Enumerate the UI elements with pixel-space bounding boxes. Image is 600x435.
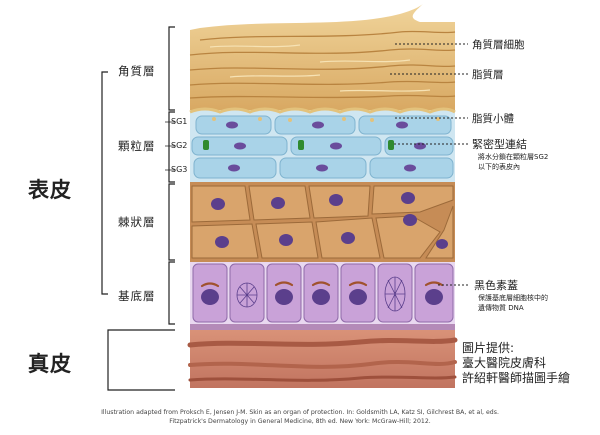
stratum-basale-illustration [190,262,455,326]
tight-junction-callout: 緊密型連結 [472,138,527,151]
corneocyte-callout: 角質層細胞 [472,39,525,51]
citation-line-2: Fitzpatrick's Dermatology in General Med… [169,418,431,425]
stratum-corneum-illustration [189,4,456,112]
stratum-granulosum-illustration [189,107,456,182]
layer-brackets [101,26,175,391]
citation-line-1: Illustration adapted from Proksch E, Jen… [101,409,499,416]
lipid-layer-callout: 脂質層 [472,69,504,81]
stratum-granulosum-label: 顆粒層 [118,139,156,153]
tight-junction-note: 將水分鎖在顆粒層SG2 以下的表皮內 [478,153,549,171]
stratum-basale-label: 基底層 [118,289,156,303]
image-credit: 圖片提供: 臺大醫院皮膚科 許紹軒醫師描圖手繪 [462,341,571,385]
stratum-spinosum-illustration [190,182,455,262]
sg1-label: SG1 [171,117,188,126]
dermis-label: 真皮 [28,351,72,376]
dermis-illustration [187,324,458,388]
melanin-cap-callout: 黑色素蓋 [474,279,518,292]
callout-leaders [390,43,470,286]
melanin-cap-note: 保護基底層細胞核中的 遺傳物質 DNA [478,294,548,312]
stratum-corneum-label: 角質層 [118,64,156,78]
epidermis-label: 表皮 [28,177,72,202]
sg2-label: SG2 [171,141,188,150]
lamellar-body-callout: 脂質小體 [472,113,514,125]
sg3-label: SG3 [171,165,188,174]
stratum-spinosum-label: 棘狀層 [118,215,156,229]
melanin-caps [200,281,444,288]
